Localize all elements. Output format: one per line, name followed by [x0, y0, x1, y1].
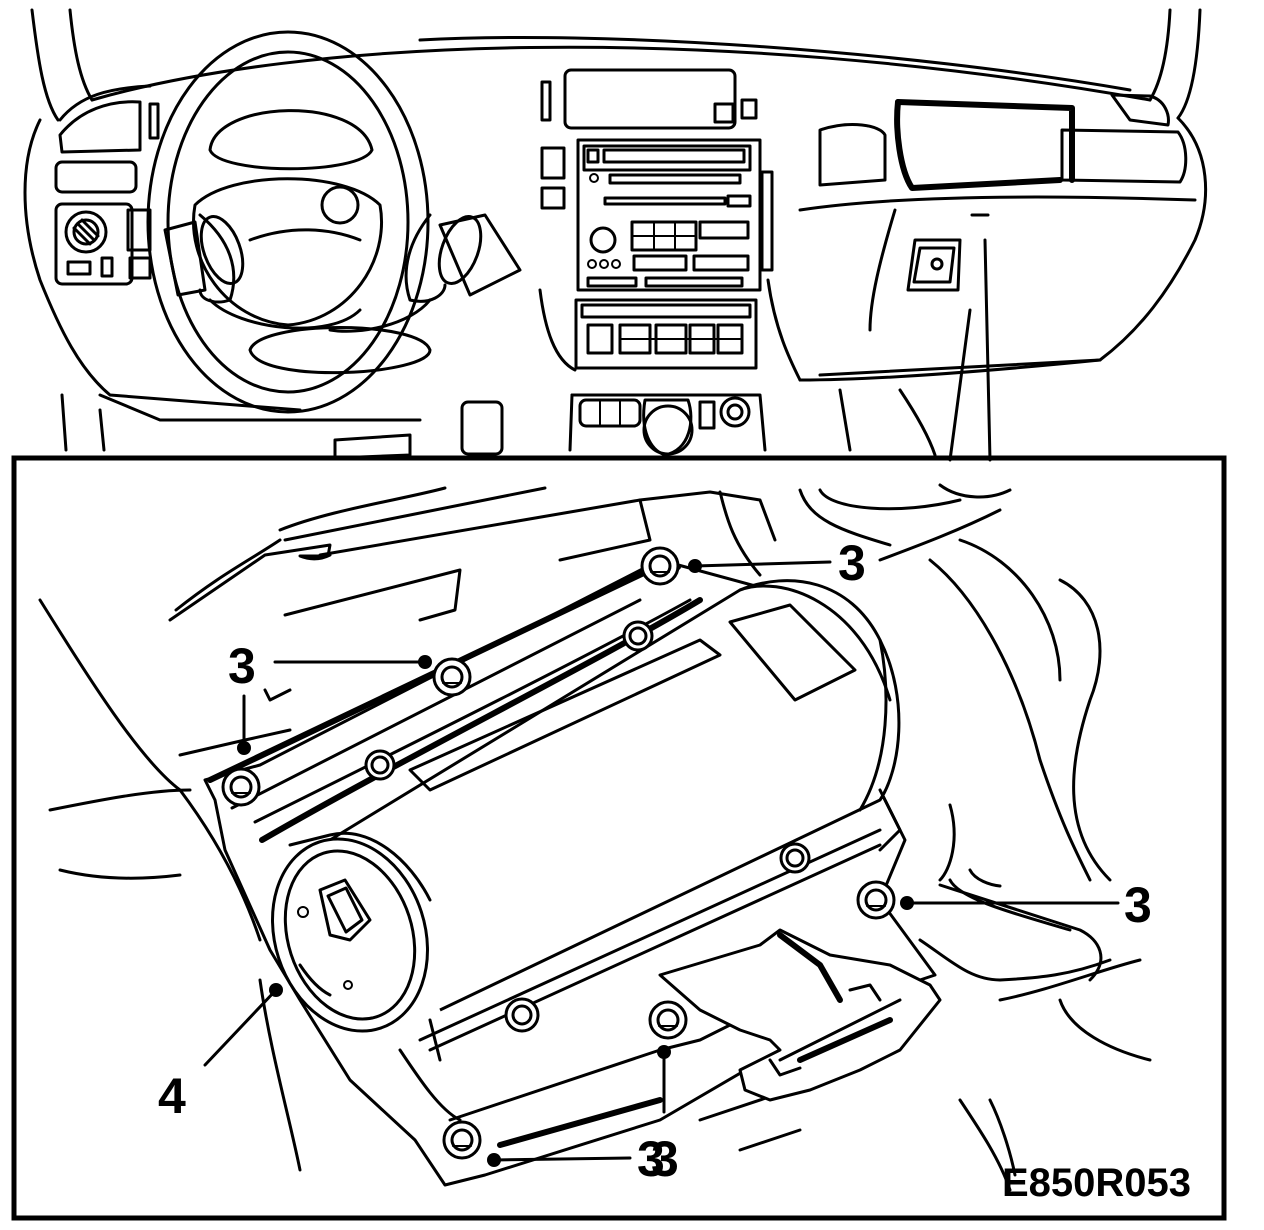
- bolt: [622, 620, 654, 652]
- callout-3-upper-left: 3: [228, 638, 432, 694]
- bolt: [648, 1000, 688, 1040]
- detail-frame: [11, 455, 1227, 1221]
- bolt: [504, 997, 540, 1033]
- bolt: [432, 657, 472, 697]
- bolt: [779, 842, 811, 874]
- callout-label: 4: [158, 1068, 186, 1124]
- callouts: 3 3 3 3 3: [158, 535, 1152, 1187]
- callout-3-right: 3: [900, 877, 1152, 933]
- bolt: [856, 880, 896, 920]
- callout-label: 3: [1124, 877, 1152, 933]
- bolt: [640, 546, 680, 586]
- callout-3-top-right: 3: [688, 535, 866, 591]
- callout-3-bottom: 3: [487, 1131, 665, 1187]
- figure-code: E850R053: [1002, 1161, 1191, 1205]
- airbag-detail: [38, 483, 1152, 1192]
- bolt: [364, 749, 396, 781]
- callout-4: 4: [158, 983, 283, 1124]
- callout-label: 3: [637, 1131, 665, 1187]
- callout-3-left: [237, 694, 251, 755]
- callout-label: 3: [651, 1131, 679, 1187]
- callout-3-bottom-middle: 3: [651, 1045, 679, 1187]
- bolt: [442, 1120, 482, 1160]
- dashboard-overview: [23, 8, 1208, 462]
- callout-label: 3: [838, 535, 866, 591]
- callout-label: 3: [228, 638, 256, 694]
- bolt: [221, 767, 261, 807]
